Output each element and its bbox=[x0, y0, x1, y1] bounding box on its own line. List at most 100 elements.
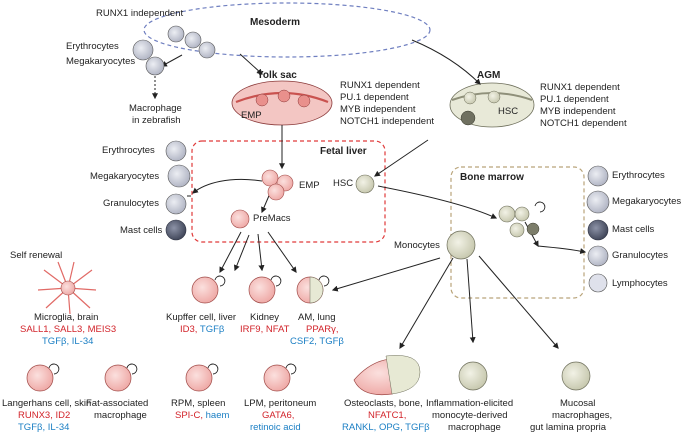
primitive-erythrocytes-label: Erythrocytes bbox=[66, 41, 119, 52]
fl-erythrocytes-label: Erythrocytes bbox=[102, 145, 155, 156]
osteoclasts-red: NFATC1, bbox=[368, 410, 407, 421]
lpm-name: LPM, peritoneum bbox=[244, 398, 317, 409]
fat-name-2: macrophage bbox=[94, 410, 147, 421]
rpm-blue: haem bbox=[205, 410, 230, 421]
inflammation-name-2: monocyte-derived bbox=[432, 410, 508, 421]
fl-megakaryocyte-icon bbox=[167, 164, 191, 188]
agm-hsc-label: HSC bbox=[498, 106, 519, 117]
mucosal-name-2: macrophages, bbox=[552, 410, 613, 421]
primitive-megakaryocytes-label: Megakaryocytes bbox=[66, 56, 136, 67]
am-name: AM, lung bbox=[298, 312, 336, 323]
bm-granulocyte-icon bbox=[587, 245, 609, 267]
kidney-red: IRF9, NFAT bbox=[240, 324, 290, 335]
mucosal-macrophage-icon bbox=[561, 361, 591, 391]
fl-hsc-label: HSC bbox=[333, 178, 354, 189]
kupffer-icon bbox=[191, 276, 219, 304]
langerhans-icon bbox=[26, 364, 54, 392]
self-renewal-arrows bbox=[48, 201, 546, 375]
fl-granulocyte-icon bbox=[165, 193, 187, 215]
yolk-emp-label: EMP bbox=[241, 110, 262, 121]
bm-erythrocyte-icon bbox=[587, 165, 609, 187]
agm-factor-1: RUNX1 dependent bbox=[540, 82, 620, 93]
yolk-sac-cells bbox=[255, 89, 311, 108]
fl-mast-cell-icon bbox=[165, 219, 187, 241]
premacs-label: PreMacs bbox=[253, 213, 291, 224]
inflammation-name-1: Inflammation-elicited bbox=[426, 398, 514, 409]
agm-factor-4: NOTCH1 dependent bbox=[540, 118, 627, 129]
fl-megakaryocytes-label: Megakaryocytes bbox=[90, 171, 160, 182]
bm-megakaryocytes-label: Megakaryocytes bbox=[612, 196, 682, 207]
kupffer-markers: ID3, TGFβ bbox=[180, 324, 224, 336]
monocytes-label: Monocytes bbox=[394, 240, 440, 251]
mesoderm-label: Mesoderm bbox=[250, 17, 301, 28]
bone-marrow-label: Bone marrow bbox=[460, 172, 524, 183]
fl-emp-label: EMP bbox=[299, 180, 320, 191]
bm-granulocytes-label: Granulocytes bbox=[612, 250, 668, 261]
rpm-red: SPI-C, bbox=[175, 410, 203, 421]
self-renewal-label: Self renewal bbox=[10, 250, 63, 261]
bm-erythrocytes-label: Erythrocytes bbox=[612, 170, 665, 181]
lineage-arrows bbox=[160, 39, 587, 350]
fl-erythrocyte-icon bbox=[165, 140, 187, 162]
bone-marrow-region bbox=[450, 166, 585, 299]
osteoclast-icon bbox=[353, 355, 421, 396]
rpm-icon bbox=[185, 364, 213, 392]
premacs-icon bbox=[230, 209, 250, 229]
fat-name-1: Fat-associated bbox=[86, 398, 149, 409]
inflammation-name-3: macrophage bbox=[448, 422, 501, 433]
monocyte-icon bbox=[446, 230, 476, 260]
lpm-red: GATA6, bbox=[262, 410, 295, 421]
bone-marrow-progenitors bbox=[498, 205, 540, 238]
bm-lymphocyte-icon bbox=[588, 273, 608, 293]
yolk-factor-2: PU.1 dependent bbox=[340, 92, 409, 103]
mucosal-name-1: Mucosal bbox=[560, 398, 596, 409]
fetal-liver-label: Fetal liver bbox=[320, 146, 367, 157]
am-blue: CSF2, TGFβ bbox=[290, 336, 344, 347]
yolk-factor-1: RUNX1 dependent bbox=[340, 80, 420, 91]
inflammatory-macrophage-icon bbox=[458, 361, 488, 391]
kupffer-name: Kupffer cell, liver bbox=[166, 312, 237, 323]
fetal-liver-emp-cells bbox=[261, 169, 294, 201]
mesoderm-cells bbox=[167, 25, 216, 59]
microglia-red: SALL1, SALL3, MEIS3 bbox=[20, 324, 117, 335]
zebrafish-label-1: Macrophage bbox=[129, 103, 182, 114]
langerhans-red: RUNX3, ID2 bbox=[18, 410, 71, 421]
kupffer-red: ID3, bbox=[180, 324, 198, 335]
microglia-blue: TGFβ, IL-34 bbox=[42, 336, 94, 347]
yolk-factor-3: MYB independent bbox=[340, 104, 416, 115]
rpm-markers: SPI-C, haem bbox=[175, 410, 229, 422]
fl-hsc-icon bbox=[355, 174, 375, 194]
fetal-liver-region bbox=[191, 140, 386, 243]
fl-mast-cells-label: Mast cells bbox=[120, 225, 163, 236]
microglia-name: Microglia, brain bbox=[34, 312, 99, 323]
runx1-independent-label: RUNX1 independent bbox=[96, 8, 184, 19]
mucosal-name-3: gut lamina propria bbox=[530, 422, 607, 433]
agm-factor-3: MYB independent bbox=[540, 106, 616, 117]
kupffer-blue: TGFβ bbox=[199, 324, 225, 335]
bm-megakaryocyte-icon bbox=[586, 190, 610, 214]
osteoclasts-name: Osteoclasts, bone, bbox=[344, 398, 423, 409]
zebrafish-label-2: in zebrafish bbox=[132, 115, 181, 126]
fl-granulocytes-label: Granulocytes bbox=[103, 198, 159, 209]
agm-cells bbox=[460, 90, 501, 126]
lpm-icon bbox=[263, 364, 291, 392]
osteoclasts-blue: RANKL, OPG, TGFβ bbox=[342, 422, 430, 433]
bm-mast-cell-icon bbox=[587, 219, 609, 241]
primitive-megakaryocyte-icon bbox=[145, 56, 165, 76]
am-red: PPARγ, bbox=[306, 324, 339, 335]
yolk-factor-4: NOTCH1 independent bbox=[340, 116, 434, 127]
primitive-erythrocyte-icon bbox=[132, 39, 154, 61]
mesoderm-region bbox=[143, 2, 431, 58]
fat-macrophage-icon bbox=[104, 364, 132, 392]
langerhans-name: Langerhans cell, skin bbox=[2, 398, 92, 409]
bm-mast-cells-label: Mast cells bbox=[612, 224, 655, 235]
kidney-macrophage-icon bbox=[248, 276, 276, 304]
lpm-blue: retinoic acid bbox=[250, 422, 301, 433]
bm-lymphocytes-label: Lymphocytes bbox=[612, 278, 668, 289]
microglia-icon bbox=[37, 261, 97, 315]
rpm-name: RPM, spleen bbox=[171, 398, 226, 409]
langerhans-blue: TGFβ, IL-34 bbox=[18, 422, 70, 433]
agm-label: AGM bbox=[477, 70, 501, 81]
am-icon bbox=[296, 276, 324, 304]
